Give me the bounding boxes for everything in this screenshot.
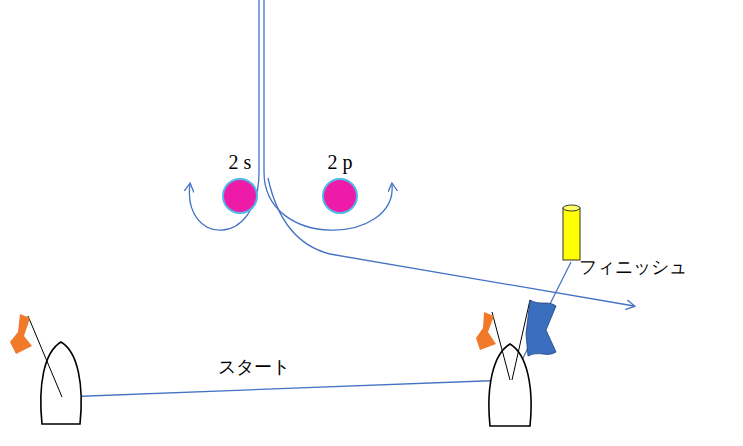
- start-label: スタート: [218, 356, 290, 378]
- committee-boat: [10, 314, 81, 424]
- mark-name: 2 s: [221, 151, 259, 173]
- finish-label: フィニッシュ: [579, 256, 687, 278]
- mark-circle: [321, 177, 359, 215]
- course-line: [264, 0, 392, 230]
- finish-course-line: [268, 178, 634, 306]
- mark-circle: [221, 177, 259, 215]
- mark-buoy: 2 s: [221, 151, 259, 215]
- start-line: [62, 380, 510, 397]
- mark-buoy: 2 p: [321, 151, 359, 215]
- mark-name: 2 p: [321, 151, 359, 173]
- course-line: [189, 0, 259, 230]
- finish-boat: [476, 300, 556, 426]
- finish-buoy: [563, 205, 580, 260]
